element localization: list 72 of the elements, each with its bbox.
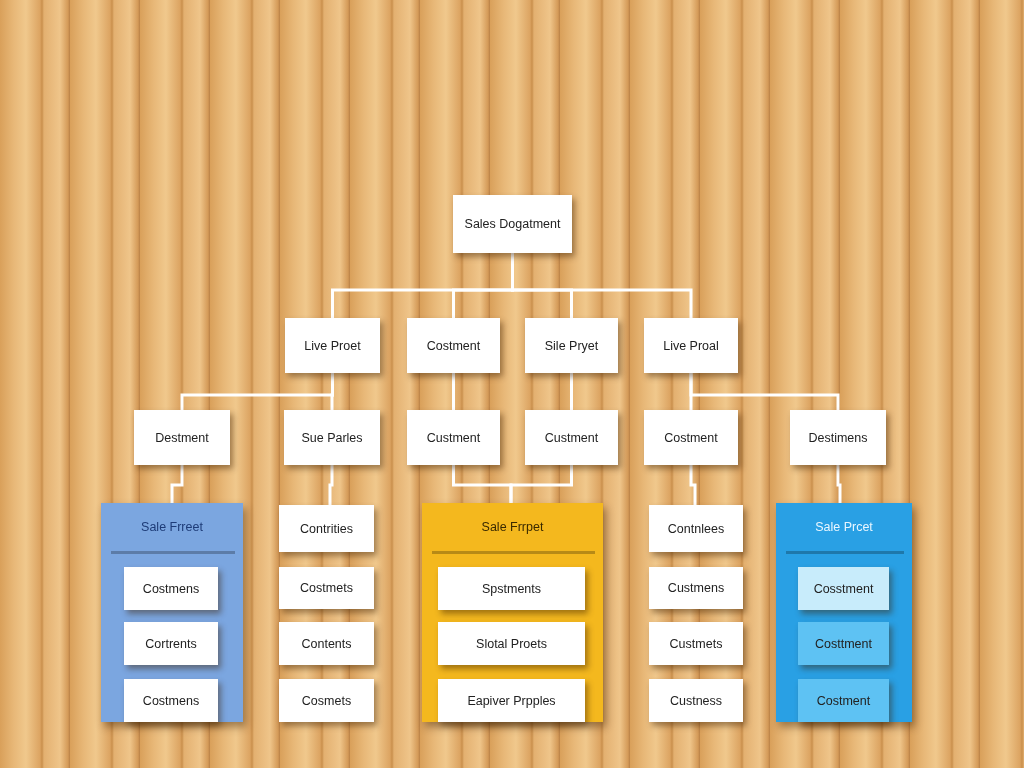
box-label: Cosmets — [301, 693, 352, 708]
box-label: Destimens — [808, 430, 868, 445]
connector-line — [570, 373, 573, 410]
box-label: Spstments — [481, 581, 542, 596]
org-box — [798, 679, 889, 722]
box-label: Live Proal — [663, 338, 719, 353]
box-label: Custmets — [669, 636, 723, 651]
panel-title: Sale Prcet — [814, 520, 874, 534]
org-box — [279, 679, 374, 722]
org-box — [525, 410, 618, 465]
box-label: Sales Dogatment — [464, 217, 561, 231]
org-box — [124, 679, 218, 722]
box-label: Custment — [544, 430, 599, 445]
box-label: Destment — [155, 430, 209, 445]
org-box — [407, 410, 500, 465]
connector-line — [509, 465, 573, 503]
box-label: Custment — [426, 430, 481, 445]
group-panel — [422, 503, 603, 722]
org-box — [279, 622, 374, 665]
connector-line — [328, 465, 334, 505]
connector-line — [330, 373, 334, 410]
org-box — [525, 318, 618, 373]
box-label: Cosstment — [813, 581, 874, 596]
connector-line — [689, 373, 840, 410]
box-label: Costmens — [142, 693, 200, 708]
org-box — [124, 567, 218, 610]
box-label: Costtment — [815, 636, 872, 651]
org-box — [279, 567, 374, 609]
org-box — [649, 505, 743, 552]
box-label: Cortrents — [145, 636, 197, 651]
org-box — [798, 622, 889, 665]
org-box — [649, 622, 743, 665]
group-panel — [101, 503, 243, 722]
box-label: Costment — [816, 693, 871, 708]
box-label: Custmens — [667, 581, 725, 595]
org-box — [649, 679, 743, 722]
org-box — [644, 410, 738, 465]
connector-line — [452, 373, 455, 410]
org-box — [284, 410, 380, 465]
box-label: Sue Parles — [301, 430, 363, 445]
org-box — [798, 567, 889, 610]
org-box — [438, 679, 585, 722]
connector-line — [836, 465, 842, 503]
box-label: Sile Pryet — [544, 338, 599, 353]
box-label: Costment — [664, 430, 718, 445]
box-label: Live Proet — [304, 338, 361, 353]
group-panel — [776, 503, 912, 722]
org-box — [438, 622, 585, 665]
org-box — [649, 567, 743, 609]
org-box — [285, 318, 380, 373]
org-box — [438, 567, 585, 610]
box-label: Contrities — [300, 521, 353, 536]
org-box — [790, 410, 886, 465]
box-label: Costment — [426, 338, 481, 353]
org-box — [407, 318, 500, 373]
box-label: Custness — [669, 693, 723, 708]
connector-line — [511, 253, 693, 318]
box-label: Eapiver Prpples — [467, 693, 556, 708]
box-label: Contnlees — [667, 521, 725, 536]
box-label: Costmens — [142, 581, 200, 596]
org-box — [134, 410, 230, 465]
connector-line — [689, 465, 697, 505]
org-box — [124, 622, 218, 665]
box-label: Contents — [301, 636, 352, 651]
panel-title: Sale Frrpet — [480, 520, 545, 534]
org-box — [453, 195, 572, 253]
panel-title: Sale Frreet — [140, 520, 204, 534]
connector-line — [170, 465, 184, 503]
box-label: Slotal Proets — [476, 636, 547, 651]
box-label: Costmets — [300, 581, 353, 595]
org-box — [644, 318, 738, 373]
org-box — [279, 505, 374, 552]
